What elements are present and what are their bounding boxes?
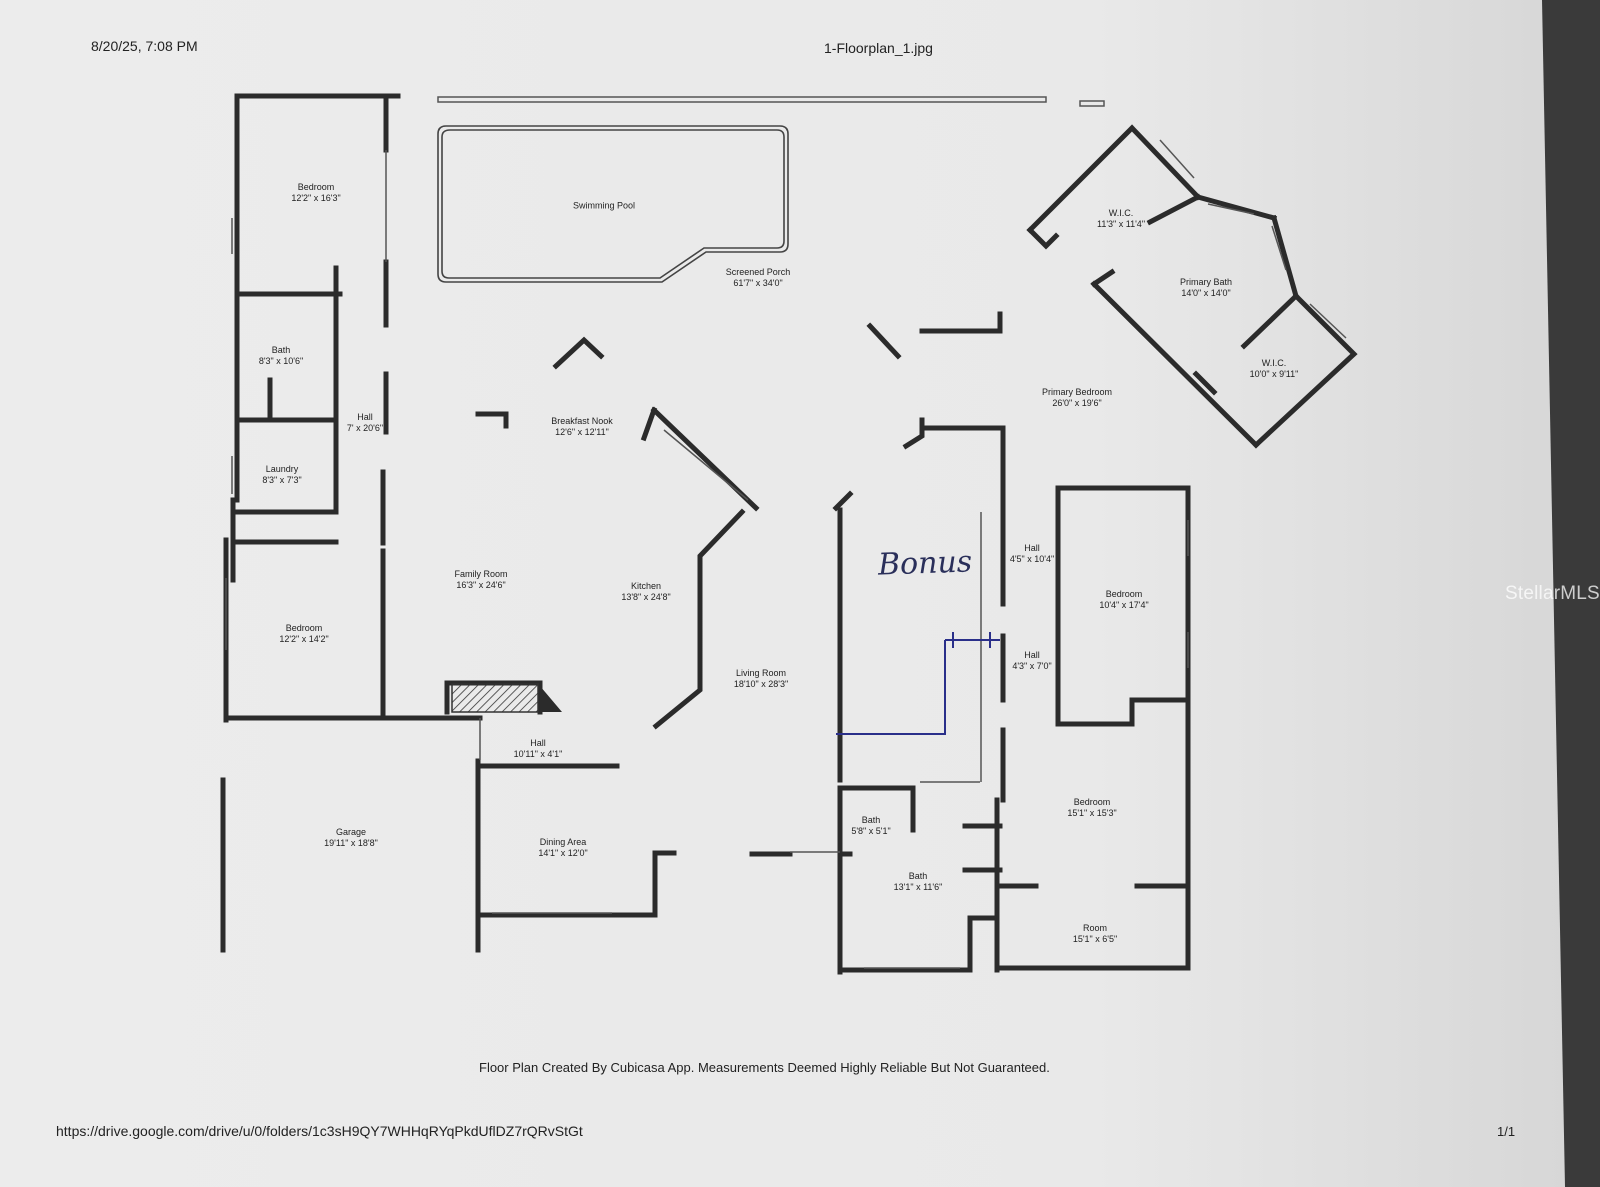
windows — [225, 96, 1347, 969]
page-count: 1/1 — [1497, 1124, 1516, 1139]
room-label-bedroom-se: Bedroom 15'1" x 15'3" — [1067, 797, 1116, 819]
room-label-hall-east-1: Hall 4'5" x 10'4" — [1010, 543, 1054, 565]
room-label-room-se: Room 15'1" x 6'5" — [1073, 923, 1117, 945]
room-label-laundry: Laundry 8'3" x 7'3" — [262, 464, 301, 486]
print-timestamp: 8/20/25, 7:08 PM — [91, 38, 198, 54]
room-label-dining-area: Dining Area 14'1" x 12'0" — [538, 837, 587, 859]
room-dimensions: 26'0" x 19'6" — [1052, 398, 1102, 408]
room-name: Bedroom — [1073, 797, 1111, 807]
room-label-swimming-pool: Swimming Pool — [573, 201, 635, 212]
room-dimensions: 13'8" x 24'8" — [621, 592, 671, 602]
room-name: Hall — [1024, 543, 1040, 553]
room-name: Swimming Pool — [572, 200, 636, 211]
room-dimensions: 19'11" x 18'8" — [324, 838, 378, 848]
room-name: Hall — [1024, 650, 1040, 660]
room-label-bath-south: Bath 13'1" x 11'6" — [894, 871, 943, 893]
room-dimensions: 16'3" x 24'6" — [456, 580, 506, 590]
room-dimensions: 12'6" x 12'11" — [555, 427, 609, 437]
room-name: Screened Porch — [725, 267, 791, 277]
room-dimensions: 8'3" x 10'6" — [258, 356, 304, 366]
disclaimer: Floor Plan Created By Cubicasa App. Meas… — [479, 1060, 1050, 1075]
room-label-breakfast-nook: Breakfast Nook 12'6" x 12'11" — [551, 416, 613, 438]
room-dimensions: 11'3" x 11'4" — [1096, 219, 1146, 229]
room-label-hall-east-2: Hall 4'3" x 7'0" — [1012, 650, 1051, 672]
handwritten-bonus-label: Bonus — [877, 544, 973, 583]
room-label-wic-1: W.I.C. 11'3" x 11'4" — [1097, 208, 1145, 230]
room-dimensions: 4'5" x 10'4" — [1009, 554, 1055, 564]
room-name: Living Room — [735, 668, 787, 678]
paper-sheet — [0, 0, 1565, 1187]
room-name: Bath — [908, 871, 928, 881]
room-dimensions: 61'7" x 34'0" — [733, 278, 783, 288]
room-dimensions: 4'3" x 7'0" — [1012, 661, 1052, 671]
room-name: W.I.C. — [1108, 208, 1134, 218]
room-label-primary-bath: Primary Bath 14'0" x 14'0" — [1180, 277, 1232, 299]
room-label-garage: Garage 19'11" x 18'8" — [324, 827, 378, 849]
room-name: Primary Bath — [1179, 277, 1233, 287]
room-name: Hall — [357, 412, 373, 422]
room-label-wic-2: W.I.C. 10'0" x 9'11" — [1250, 358, 1299, 380]
room-name: Dining Area — [539, 837, 587, 847]
room-name: Bedroom — [285, 623, 323, 633]
room-dimensions: 13'1" x 11'6" — [893, 882, 943, 892]
room-dimensions: 15'1" x 6'5" — [1072, 934, 1118, 944]
room-name: Bath — [271, 345, 291, 355]
room-dimensions: 7' x 20'6" — [346, 423, 384, 433]
room-label-primary-bedroom: Primary Bedroom 26'0" x 19'6" — [1042, 387, 1112, 409]
room-label-bedroom-nw: Bedroom 12'2" x 16'3" — [291, 182, 340, 204]
room-dimensions: 14'0" x 14'0" — [1181, 288, 1231, 298]
room-name: Laundry — [265, 464, 299, 474]
room-label-kitchen: Kitchen 13'8" x 24'8" — [621, 581, 670, 603]
room-name: Family Room — [454, 569, 508, 579]
room-dimensions: 10'11" x 4'1" — [513, 749, 563, 759]
room-label-bath-small: Bath 5'8" x 5'1" — [851, 815, 890, 837]
room-name: Bedroom — [297, 182, 335, 192]
fireplace — [451, 683, 539, 713]
room-name: W.I.C. — [1261, 358, 1287, 368]
room-dimensions: 14'1" x 12'0" — [538, 848, 588, 858]
room-name: Garage — [335, 827, 367, 837]
room-dimensions: 12'2" x 14'2" — [279, 634, 329, 644]
room-label-family-room: Family Room 16'3" x 24'6" — [454, 569, 507, 591]
watermark: StellarMLS — [1505, 583, 1600, 604]
pen-markup — [836, 632, 1000, 735]
room-label-living-room: Living Room 18'10" x 28'3" — [734, 668, 788, 690]
room-dimensions: 5'8" x 5'1" — [851, 826, 891, 836]
walls — [220, 93, 1358, 975]
room-name: Bedroom — [1105, 589, 1143, 599]
room-dimensions: 18'10" x 28'3" — [733, 679, 789, 689]
room-label-bedroom-sw: Bedroom 12'2" x 14'2" — [279, 623, 328, 645]
print-file-name: 1-Floorplan_1.jpg — [824, 40, 933, 56]
room-name: Primary Bedroom — [1041, 387, 1113, 397]
room-name: Breakfast Nook — [551, 416, 613, 426]
room-dimensions: 10'0" x 9'11" — [1249, 369, 1299, 379]
source-url: https://drive.google.com/drive/u/0/folde… — [56, 1123, 583, 1139]
room-label-hall-west: Hall 7' x 20'6" — [347, 412, 383, 434]
room-name: Room — [1082, 923, 1108, 933]
room-label-bath-west: Bath 8'3" x 10'6" — [259, 345, 303, 367]
swimming-pool-outline — [437, 125, 789, 283]
room-name: Kitchen — [630, 581, 662, 591]
room-dimensions: 15'1" x 15'3" — [1067, 808, 1117, 818]
room-dimensions: 10'4" x 17'4" — [1099, 600, 1149, 610]
room-name: Hall — [530, 738, 546, 748]
room-label-bedroom-east: Bedroom 10'4" x 17'4" — [1099, 589, 1148, 611]
room-dimensions: 8'3" x 7'3" — [262, 475, 302, 485]
room-label-screened-porch: Screened Porch 61'7" x 34'0" — [726, 267, 791, 289]
room-name: Bath — [861, 815, 881, 825]
room-dimensions: 12'2" x 16'3" — [291, 193, 341, 203]
room-label-hall-south: Hall 10'11" x 4'1" — [514, 738, 563, 760]
